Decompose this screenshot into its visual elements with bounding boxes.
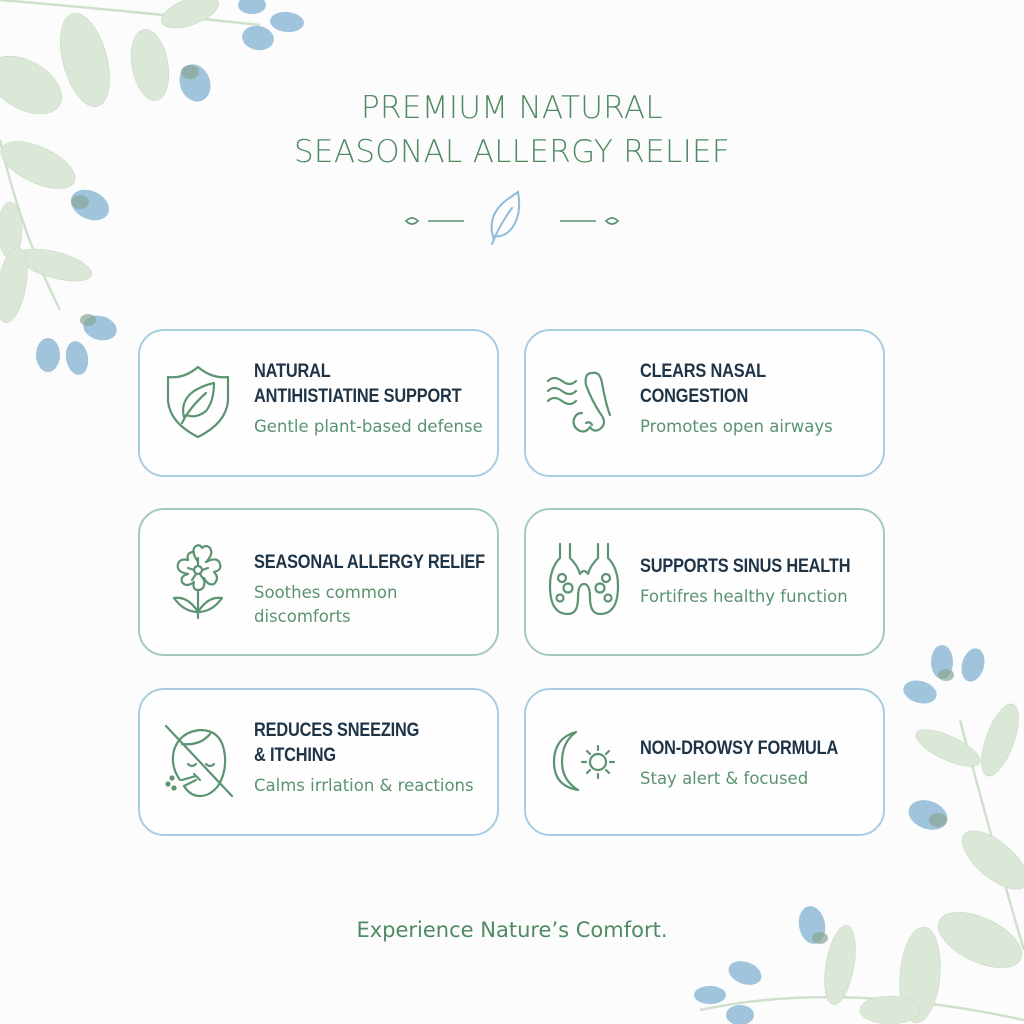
feature-subtitle: Promotes open airways [640, 417, 833, 436]
moon-sun-icon [546, 720, 622, 800]
feature-heading: CLEARS NASAL CONGESTION [640, 361, 766, 407]
feature-subtitle: Gentle plant-based defense [254, 417, 483, 436]
feature-heading: NON-DROWSY FORMULA [640, 738, 839, 759]
feature-card-sneezing: REDUCES SNEEZING & ITCHING Calms irrlati… [138, 688, 499, 836]
shield-leaf-icon [160, 361, 236, 441]
feature-subtitle: Stay alert & focused [640, 769, 809, 788]
page-title: PREMIUM NATURAL SEASONAL ALLERGY RELIEF [0, 86, 1024, 174]
feature-card-antihistamine: NATURAL ANTIHISTIATINE SUPPORT Gentle pl… [138, 329, 499, 477]
feature-subtitle: Calms irrlation & reactions [254, 776, 474, 795]
no-sneeze-icon [160, 720, 236, 800]
title-line-1: PREMIUM NATURAL [361, 90, 663, 126]
feature-card-seasonal-relief: SEASONAL ALLERGY RELIEF Soothes common d… [138, 508, 499, 656]
feature-card-sinus-health: SUPPORTS SINUS HEALTH Fortifres healthy … [524, 508, 885, 656]
divider-ornament-left [404, 217, 464, 225]
sinus-icon [546, 540, 622, 620]
feature-card-nasal-congestion: CLEARS NASAL CONGESTION Promotes open ai… [524, 329, 885, 477]
feature-subtitle: Soothes common discomforts [254, 583, 398, 626]
tagline: Experience Nature’s Comfort. [356, 918, 668, 942]
nose-airflow-icon [546, 361, 622, 441]
feature-card-non-drowsy: NON-DROWSY FORMULA Stay alert & focused [524, 688, 885, 836]
feature-heading: REDUCES SNEEZING & ITCHING [254, 720, 420, 766]
divider-ornament-right [560, 217, 620, 225]
feature-heading: SEASONAL ALLERGY RELIEF [254, 552, 485, 573]
leaf-divider [404, 190, 620, 245]
flower-icon [160, 540, 236, 620]
feature-heading: SUPPORTS SINUS HEALTH [640, 556, 851, 577]
feature-subtitle: Fortifres healthy function [640, 587, 848, 606]
title-line-2: SEASONAL ALLERGY RELIEF [293, 134, 731, 170]
leaf-icon [490, 190, 521, 245]
feature-heading: NATURAL ANTIHISTIATINE SUPPORT [254, 361, 462, 407]
